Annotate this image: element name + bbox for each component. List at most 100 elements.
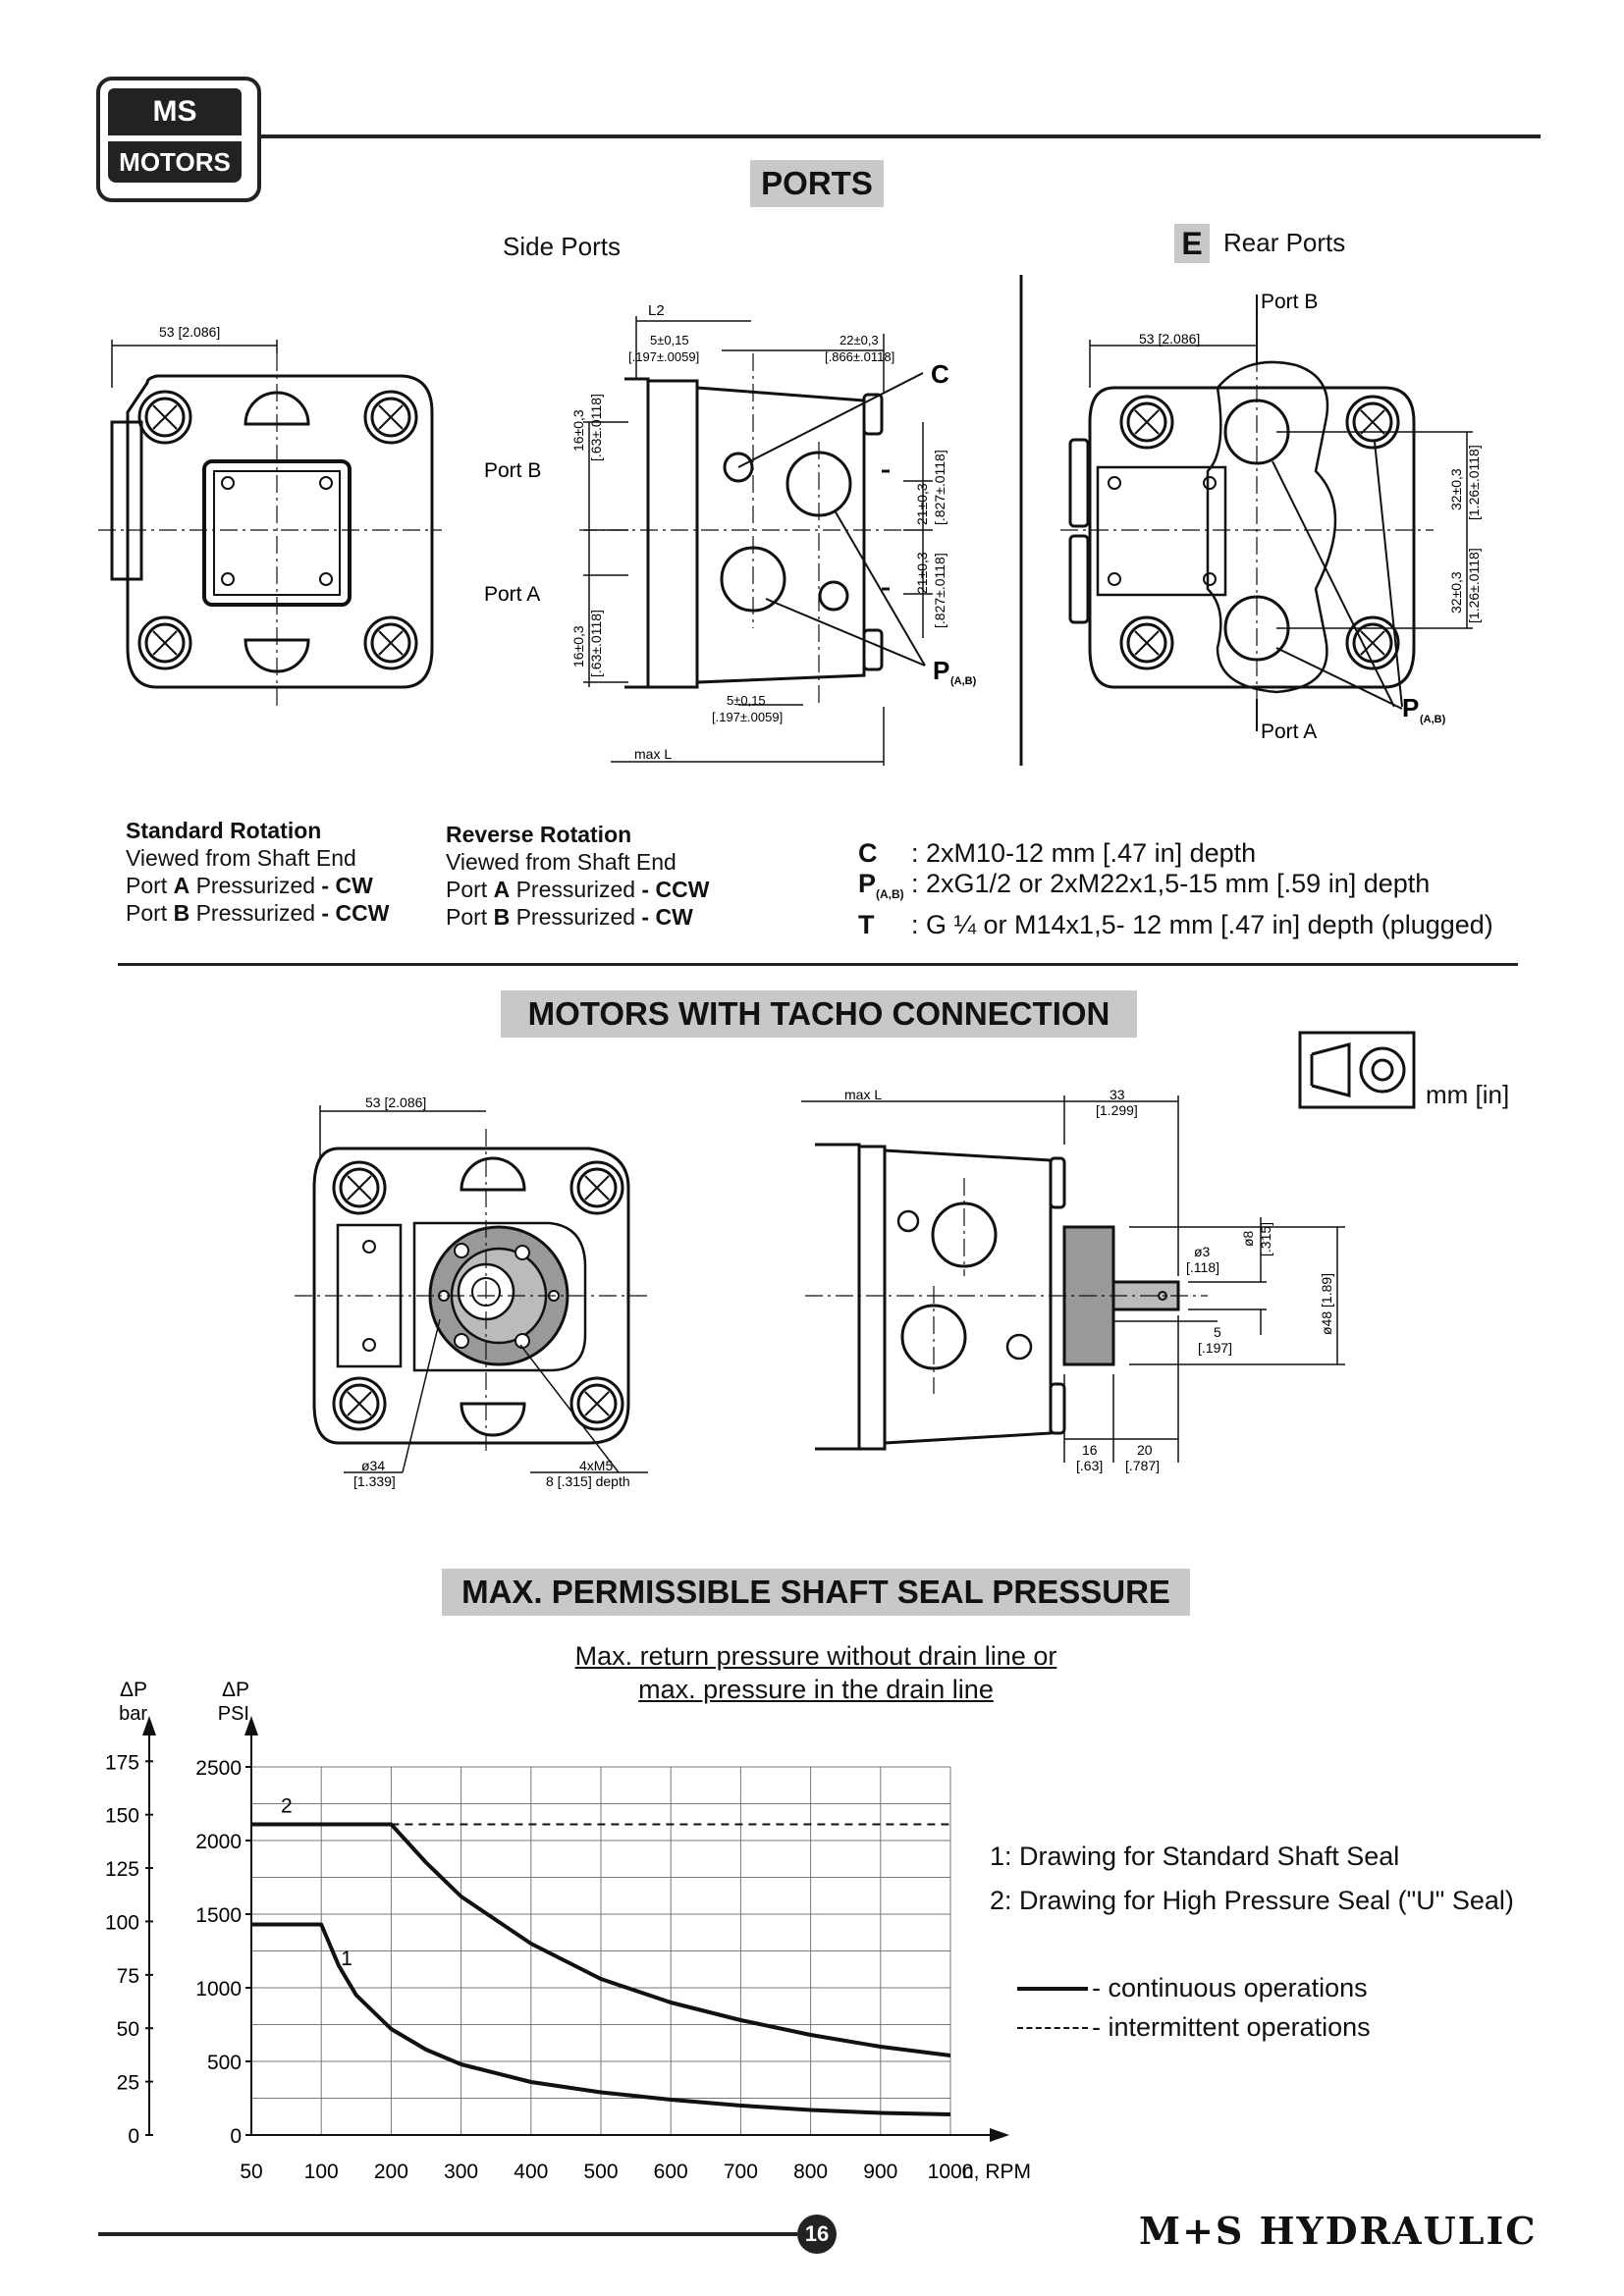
tacho-dim-33-in: [1.299] (1096, 1102, 1138, 1118)
chart-grid (250, 1766, 951, 2136)
p-sub-rear: (A,B) (1420, 714, 1446, 725)
units-label: mm [in] (1426, 1080, 1510, 1109)
dim-16-top: 16±0,3 (570, 409, 586, 452)
dim-16-bottom-in: [.63±.0118] (588, 610, 604, 677)
dim-32-bottom-in: [1.26±.0118] (1466, 548, 1482, 623)
chart-axes (142, 1716, 1009, 2142)
ports-title: PORTS (750, 160, 884, 207)
bar-tick-label: 150 (105, 1805, 139, 1828)
footer-rule (98, 2232, 797, 2236)
psi-tick-label: 2000 (195, 1831, 242, 1853)
dim-21-top-in: [.827±.0118] (932, 450, 947, 525)
tacho-title: MOTORS WITH TACHO CONNECTION (501, 990, 1137, 1038)
chart-labels: 0255075100125150175050010001500200025005… (105, 1679, 1031, 2183)
tacho-dim-m5: 4xM5 (579, 1458, 613, 1473)
p-sub-side: (A,B) (950, 675, 977, 687)
tacho-dim-20-in: [.787] (1125, 1458, 1160, 1473)
y-right-label-unit: PSI (218, 1703, 249, 1725)
logo-motors: MOTORS (108, 141, 242, 183)
legend-intermittent: - intermittent operations (1017, 2012, 1371, 2043)
standard-rotation-line3: Port B Pressurized - CCW (126, 900, 390, 926)
x-tick-label: 200 (374, 2161, 408, 2183)
tacho-drawings: 53 [2.086] ø34 [1.339] 4xM5 8 [.315] dep… (295, 1087, 1345, 1489)
side-ports-label: Side Ports (503, 232, 621, 261)
x-tick-label: 400 (514, 2161, 548, 2183)
legend-intermittent-label: - intermittent operations (1092, 2012, 1371, 2042)
seal-pressure-chart: 0255075100125150175050010001500200025005… (105, 1679, 1031, 2183)
dim-16-top-in: [.63±.0118] (588, 394, 604, 461)
bar-tick-label: 0 (128, 2125, 139, 2148)
reverse-rotation-line1: Viewed from Shaft End (446, 849, 677, 875)
legend-dashed-line (1017, 2026, 1088, 2029)
tacho-dim-20: 20 (1137, 1442, 1153, 1458)
legend-continuous: - continuous operations (1017, 1973, 1368, 2003)
units-icon (1298, 1031, 1416, 1109)
psi-tick-label: 1000 (195, 1978, 242, 2001)
seal-subtitle: Max. return pressure without drain line … (442, 1639, 1190, 1706)
x-tick-label: 500 (583, 2161, 618, 2183)
port-a-side-label: Port A (484, 583, 540, 606)
logo-ms: MS (108, 88, 242, 135)
spec-row-t: T: G ¼ or M14x1,5- 12 mm [.47 in] depth … (858, 910, 1493, 940)
seal-legend: 1: Drawing for Standard Shaft Seal 2: Dr… (990, 1842, 1514, 1916)
dim-max-l: max L (634, 746, 672, 762)
y-right-label-top: ΔP (222, 1679, 249, 1701)
psi-tick-label: 500 (207, 2052, 242, 2074)
reverse-rotation-block: Reverse Rotation Viewed from Shaft End P… (446, 821, 709, 931)
dim-53-front: 53 [2.086] (159, 324, 220, 340)
series-label-2: 2 (281, 1795, 293, 1818)
tacho-dim-3-in: [.118] (1186, 1259, 1219, 1275)
standard-rotation-block: Standard Rotation Viewed from Shaft End … (126, 817, 389, 927)
dim-21-bottom: 21±0,3 (914, 552, 930, 594)
standard-rotation-line1: Viewed from Shaft End (126, 845, 356, 871)
dim-53-rear: 53 [2.086] (1139, 331, 1200, 347)
bar-tick-label: 25 (117, 2072, 139, 2095)
x-tick-label: 50 (240, 2161, 262, 2183)
y-left-label-top: ΔP (120, 1679, 147, 1701)
chart-series (251, 1822, 951, 2116)
dim-22-in: [.866±.0118] (825, 349, 894, 364)
series-label-1: 1 (341, 1948, 352, 1970)
x-tick-label: 1000 (928, 2161, 974, 2183)
bar-tick-label: 175 (105, 1751, 139, 1774)
x-tick-label: 100 (304, 2161, 339, 2183)
bar-tick-label: 50 (117, 2018, 139, 2041)
c-label: C (931, 359, 949, 389)
tacho-dim-33: 33 (1110, 1087, 1125, 1102)
legend-solid-line (1017, 1986, 1088, 1991)
page-number: 16 (797, 2215, 837, 2254)
standard-rotation-line2: Port A Pressurized - CW (126, 873, 373, 898)
p-label-rear: P (1402, 693, 1419, 722)
bar-tick-label: 125 (105, 1858, 139, 1881)
tacho-dim-16-in: [.63] (1076, 1458, 1103, 1473)
dim-5-top: 5±0,15 (650, 333, 689, 347)
ports-drawings: 53 [2.086] (98, 275, 1482, 766)
port-a-rear-label: Port A (1261, 721, 1317, 743)
x-tick-label: 900 (863, 2161, 897, 2183)
tacho-dim-8-in: [.315] (1258, 1222, 1273, 1256)
p-label-side: P (933, 656, 949, 685)
tacho-dim-3: ø3 (1194, 1244, 1211, 1259)
tacho-dim-m5-depth: 8 [.315] depth (546, 1473, 630, 1489)
x-tick-label: 800 (793, 2161, 828, 2183)
tacho-dim-8: ø8 (1240, 1230, 1256, 1247)
tacho-dim-max-l: max L (844, 1087, 882, 1102)
dim-5-bottom: 5±0,15 (727, 693, 766, 708)
reverse-rotation-line3: Port B Pressurized - CW (446, 904, 693, 930)
dim-16-bottom: 16±0,3 (570, 625, 586, 667)
dim-21-bottom-in: [.827±.0118] (932, 553, 947, 628)
dim-21-top: 21±0,3 (914, 483, 930, 525)
legend-continuous-label: - continuous operations (1092, 1973, 1368, 2002)
psi-tick-label: 1500 (195, 1904, 242, 1927)
header-rule (257, 134, 1541, 138)
tacho-dim-34: ø34 (361, 1458, 385, 1473)
brand-logo: M+S HYDRAULIC (1139, 2209, 1538, 2253)
dim-22: 22±0,3 (839, 333, 879, 347)
seal-title: MAX. PERMISSIBLE SHAFT SEAL PRESSURE (442, 1569, 1190, 1616)
bar-tick-label: 75 (117, 1965, 139, 1988)
spec-row-c: C: 2xM10-12 mm [.47 in] depth (858, 838, 1257, 868)
reverse-rotation-title: Reverse Rotation (446, 822, 632, 847)
tacho-dim-5-in: [.197] (1198, 1340, 1232, 1356)
series-line-1-continuous (251, 1922, 951, 2116)
dim-32-top: 32±0,3 (1448, 468, 1464, 510)
